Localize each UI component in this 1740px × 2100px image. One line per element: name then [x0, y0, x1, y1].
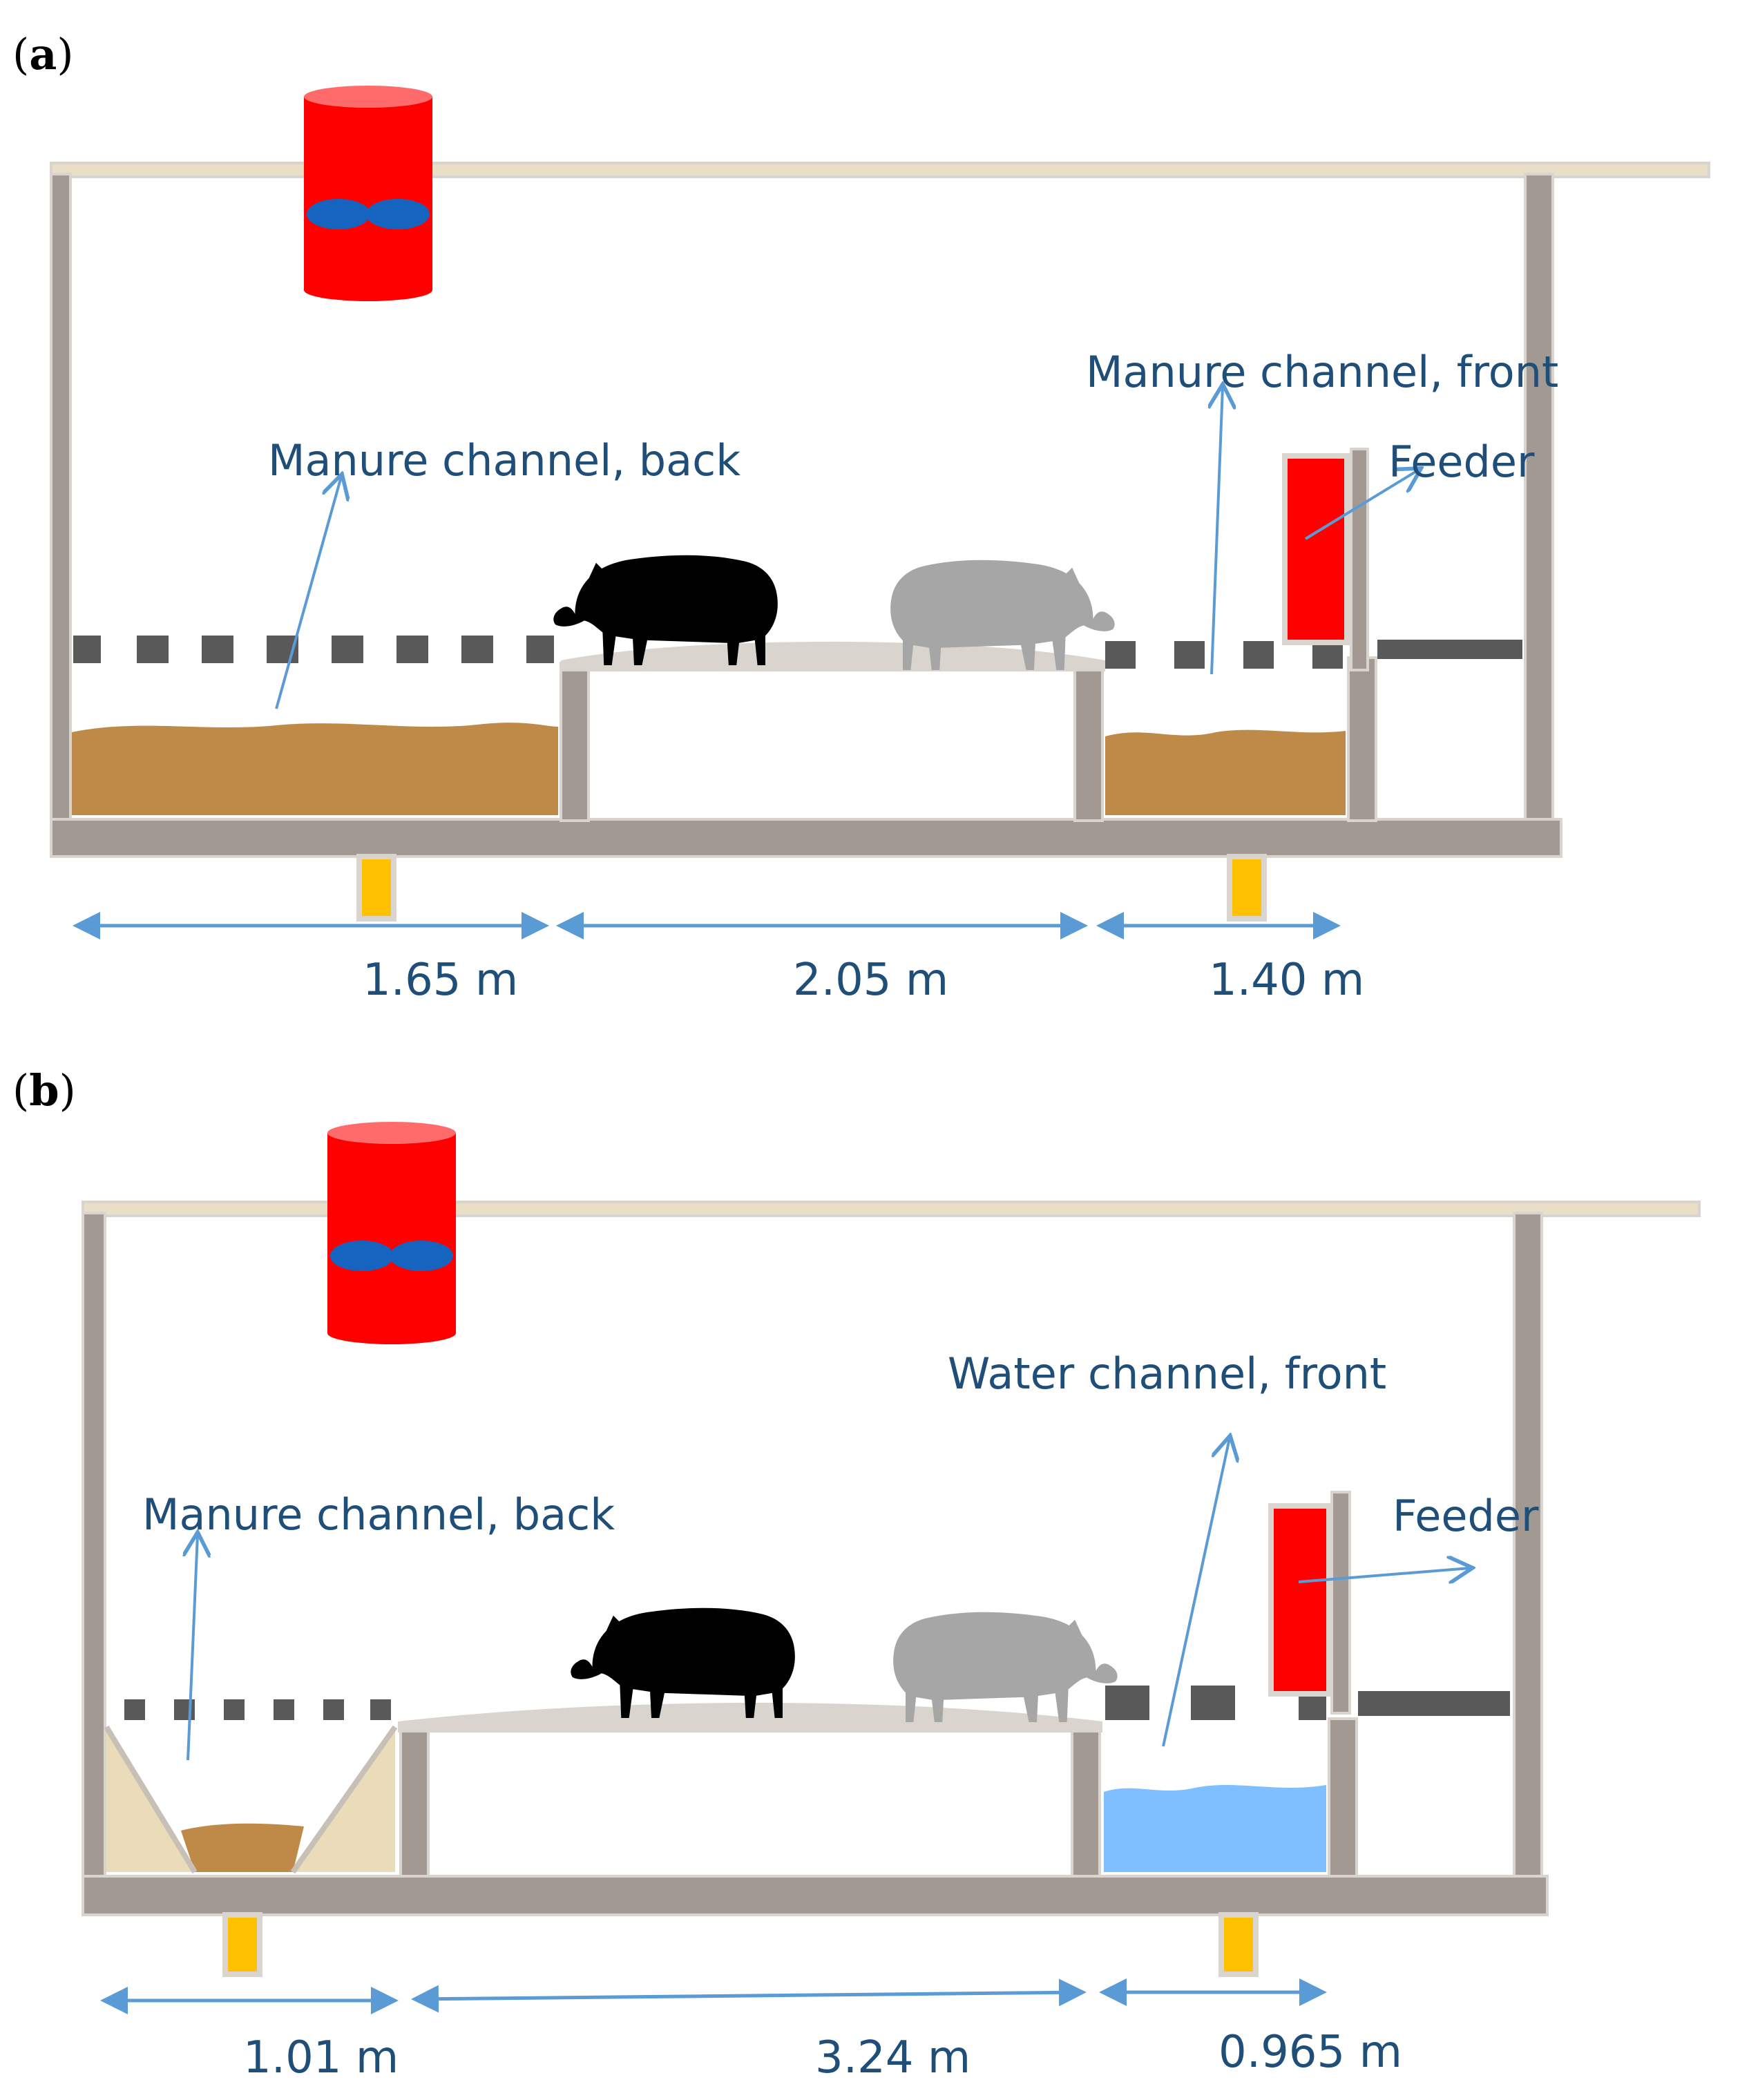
fan-blade-icon: [307, 199, 370, 229]
arrow-feeder: [1298, 1568, 1470, 1582]
arrow-manure-back: [188, 1535, 198, 1761]
dim-label-front: 1.40 m: [1209, 955, 1364, 1006]
dim-arrow-middle: [411, 1978, 1087, 2013]
fan-blade-icon: [330, 1241, 394, 1271]
pen-post-left: [560, 662, 590, 822]
drain-back: [356, 854, 396, 922]
floor-slab: [50, 818, 1562, 858]
label-feeder: Feeder: [1388, 437, 1535, 487]
pen-floor: [561, 642, 1105, 671]
feeder: [1282, 448, 1369, 671]
panel-b: (b): [12, 1065, 1701, 2083]
label-front-channel: Manure channel, front: [1086, 347, 1558, 397]
floor-slab: [82, 1875, 1549, 1916]
drain-front: [1218, 1912, 1259, 1977]
pig-dark: [571, 1607, 795, 1718]
pen-post-left: [399, 1721, 430, 1878]
label-manure-back: Manure channel, back: [268, 435, 740, 486]
slatted-floor-front: [1105, 641, 1343, 669]
pig-light: [893, 1612, 1118, 1722]
arrow-feeder: [1304, 470, 1419, 540]
panel-a-label: (a): [12, 29, 74, 79]
front-channel-wall: [1347, 656, 1377, 822]
v-channel-edge-right: [290, 1725, 398, 1874]
pen-post-right: [1071, 1721, 1101, 1878]
front-channel-content: [1105, 729, 1346, 815]
dim-label-front: 0.965 m: [1218, 2027, 1402, 2078]
label-manure-back: Manure channel, back: [142, 1489, 615, 1540]
panel-a: (a): [12, 29, 1710, 1006]
outer-slab: [1377, 640, 1522, 659]
arrow-front-channel: [1162, 1438, 1230, 1747]
ventilation-fan: [304, 86, 432, 301]
manure-back: [72, 723, 558, 815]
panel-b-label: (b): [12, 1065, 76, 1116]
left-wall: [50, 173, 72, 832]
roof: [82, 1201, 1701, 1217]
drain-back: [222, 1912, 262, 1977]
manure-back: [181, 1823, 304, 1872]
right-wall: [1513, 1212, 1543, 1878]
feeder: [1268, 1491, 1351, 1715]
slatted-floor-front: [1105, 1686, 1326, 1720]
v-channel-edge-left: [104, 1725, 198, 1874]
front-channel-wall: [1328, 1717, 1358, 1878]
dim-label-middle: 2.05 m: [793, 955, 948, 1006]
right-wall: [1524, 173, 1554, 832]
dim-label-middle: 3.24 m: [815, 2032, 971, 2083]
label-front-channel: Water channel, front: [948, 1348, 1386, 1399]
left-wall: [82, 1212, 106, 1890]
outer-slab: [1358, 1691, 1510, 1716]
roof: [50, 162, 1710, 178]
slatted-floor-back: [124, 1699, 391, 1720]
front-channel-content: [1104, 1785, 1326, 1872]
drain-front: [1227, 854, 1267, 922]
arrow-front-channel: [1212, 387, 1223, 675]
arrow-manure-back: [275, 477, 341, 709]
dim-label-back: 1.65 m: [363, 955, 518, 1006]
dim-label-back: 1.01 m: [243, 2032, 399, 2083]
label-feeder: Feeder: [1393, 1491, 1539, 1541]
ventilation-fan: [327, 1122, 456, 1344]
slatted-floor-back: [73, 636, 554, 663]
pen-post-right: [1073, 662, 1104, 822]
